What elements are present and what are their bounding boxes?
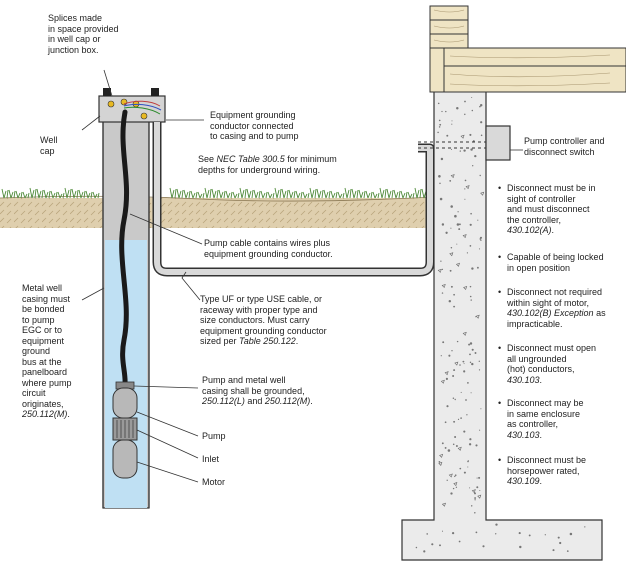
splices-label: Splices made in space provided in well c… — [48, 13, 119, 55]
requirement-text: Disconnect must open all ungrounded (hot… — [507, 343, 625, 385]
cable-type-main: Type UF or type USE cable, or raceway wi… — [200, 294, 327, 346]
nec-depth-note: See NEC Table 300.5 for minimum depths f… — [198, 154, 337, 175]
requirement-main: Disconnect not required within sight of … — [507, 287, 603, 308]
pump-grounded-label: Pump and metal well casing shall be grou… — [202, 375, 313, 407]
requirement-text: Disconnect not required within sight of … — [507, 287, 625, 329]
pump-grounded-end: . — [310, 396, 313, 406]
nec-depth-post: for minimum depths for underground wirin… — [198, 154, 337, 175]
requirement-main: Disconnect may be in same enclosure as c… — [507, 398, 584, 429]
ground-soil — [0, 195, 435, 228]
requirement-text: Disconnect must be in sight of controlle… — [507, 183, 625, 236]
requirement-text: Capable of being locked in open position — [507, 252, 625, 273]
requirement-ref: 430.103 — [507, 429, 540, 440]
requirement-text: Disconnect must be horsepower rated, 430… — [507, 455, 625, 487]
requirement-main: Capable of being locked in open position — [507, 252, 604, 273]
well-cap — [98, 88, 166, 123]
cable-type-label: Type UF or type USE cable, or raceway wi… — [200, 294, 327, 347]
pump-label: Pump — [202, 431, 226, 441]
leader-lines — [81, 69, 523, 483]
bullet-dot: • — [498, 183, 502, 193]
controller-label: Pump controller and disconnect switch — [524, 136, 605, 157]
requirement-end: . — [551, 225, 555, 235]
pump-cable — [119, 109, 130, 387]
requirement-ref: 430.103 — [507, 374, 540, 385]
cable-type-ref: Table 250.122 — [239, 336, 296, 346]
metal-casing-end: . — [67, 409, 70, 419]
metal-casing-main: Metal well casing must be bonded to pump… — [22, 283, 72, 409]
requirement-end: as impracticable. — [507, 308, 606, 329]
requirement-end: . — [539, 429, 543, 440]
bullet-dot: • — [498, 343, 502, 353]
requirement-text: Disconnect may be in same enclosure as c… — [507, 398, 625, 440]
pump-grounded-ref1: 250.112(L) — [202, 396, 245, 406]
bullet-dot: • — [498, 455, 502, 465]
bullet-dot: • — [498, 398, 502, 408]
bullet-dot: • — [498, 287, 502, 297]
requirement-end: . — [539, 476, 543, 486]
well-cap-label: Well cap — [40, 135, 58, 156]
pump-grounded-ref2: 250.112(M) — [264, 396, 311, 406]
wood-framing — [429, 5, 626, 93]
requirement-end: . — [539, 374, 543, 385]
submersible-pump — [112, 381, 138, 479]
requirement-ref: 430.109 — [507, 476, 540, 486]
pump-grounded-main: Pump and metal well casing shall be grou… — [202, 375, 305, 396]
pump-cable-label: Pump cable contains wires plus equipment… — [204, 238, 333, 259]
requirement-main: Disconnect must open all ungrounded (hot… — [507, 343, 597, 374]
grass — [1, 187, 429, 199]
cable-type-end: . — [295, 336, 299, 346]
pump-grounded-and: and — [244, 396, 265, 406]
bullet-dot: • — [498, 252, 502, 262]
nec-depth-pre: See — [198, 154, 217, 164]
requirement-main: Disconnect must be in sight of controlle… — [507, 183, 596, 225]
egc-connected-label: Equipment grounding conductor connected … — [210, 110, 299, 141]
requirement-ref: 430.102(B) Exception — [507, 308, 594, 318]
house-foundation — [401, 89, 603, 561]
inlet-label: Inlet — [202, 454, 220, 464]
motor-label: Motor — [202, 477, 226, 487]
metal-casing-ref: 250.112(M) — [22, 409, 68, 419]
pump-controller-box — [418, 125, 511, 161]
metal-casing-label: Metal well casing must be bonded to pump… — [22, 283, 72, 420]
requirement-main: Disconnect must be horsepower rated, — [507, 455, 587, 476]
requirement-ref: 430.102(A) — [507, 225, 552, 235]
nec-table-ref: NEC Table 300.5 — [216, 154, 285, 164]
